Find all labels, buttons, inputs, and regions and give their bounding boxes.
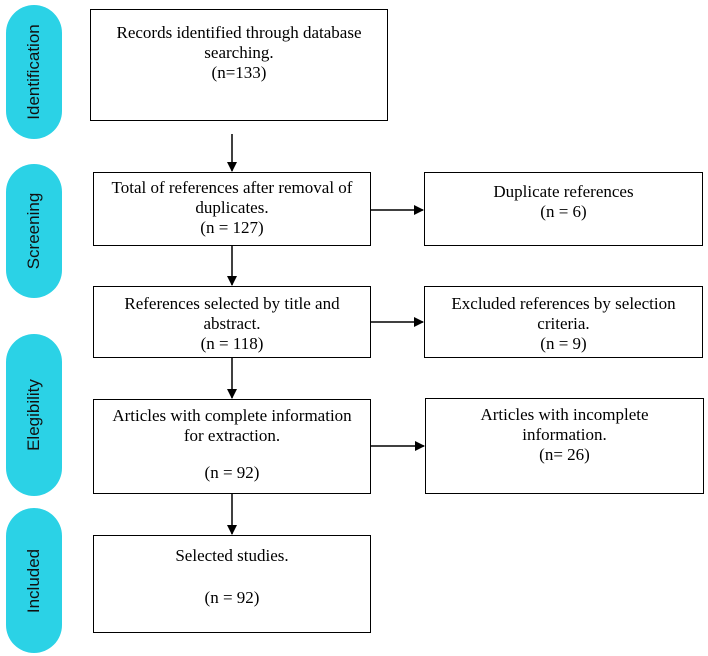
phase-screening: Screening — [6, 164, 62, 298]
phase-identification: Identification — [6, 5, 62, 139]
excluded-criteria-line1: Excluded references by selection — [451, 294, 676, 313]
excluded-criteria-line2: criteria. — [537, 314, 590, 333]
complete-info-box: Articles with complete information for e… — [93, 399, 371, 494]
records-identified-line1: Records identified through database — [116, 23, 362, 42]
records-identified-count: (n=133) — [211, 63, 267, 82]
selected-title-abstract-line2: abstract. — [203, 314, 261, 333]
incomplete-info-count: (n= 26) — [539, 445, 590, 464]
complete-info-count: (n = 92) — [204, 463, 260, 482]
complete-info-line2: for extraction. — [183, 426, 281, 445]
incomplete-info-line1: Articles with incomplete — [480, 405, 649, 424]
incomplete-info-line2: information. — [522, 425, 607, 444]
records-identified-box: Records identified through database sear… — [90, 9, 388, 121]
after-duplicates-box: Total of references after removal of dup… — [93, 172, 371, 246]
selected-title-abstract-line1: References selected by title and — [124, 294, 340, 313]
after-duplicates-count: (n = 127) — [200, 218, 264, 237]
selected-studies-line1: Selected studies. — [175, 546, 289, 565]
phase-included: Included — [6, 508, 62, 653]
selected-title-abstract-box: References selected by title and abstrac… — [93, 286, 371, 358]
selected-studies-count: (n = 92) — [204, 588, 260, 607]
records-identified-line2: searching. — [204, 43, 274, 62]
excluded-criteria-count: (n = 9) — [540, 334, 587, 353]
phase-elegibility: Elegibility — [6, 334, 62, 496]
excluded-criteria-box: Excluded references by selection criteri… — [424, 286, 703, 358]
selected-title-abstract-count: (n = 118) — [200, 334, 264, 353]
incomplete-info-box: Articles with incomplete information. (n… — [425, 398, 704, 494]
selected-studies-box: Selected studies. (n = 92) — [93, 535, 371, 633]
complete-info-line1: Articles with complete information — [112, 406, 352, 425]
after-duplicates-line2: duplicates. — [195, 198, 269, 217]
duplicates-count: (n = 6) — [540, 202, 587, 221]
duplicates-line1: Duplicate references — [493, 182, 634, 201]
duplicates-box: Duplicate references (n = 6) — [424, 172, 703, 246]
after-duplicates-line1: Total of references after removal of — [111, 178, 353, 197]
